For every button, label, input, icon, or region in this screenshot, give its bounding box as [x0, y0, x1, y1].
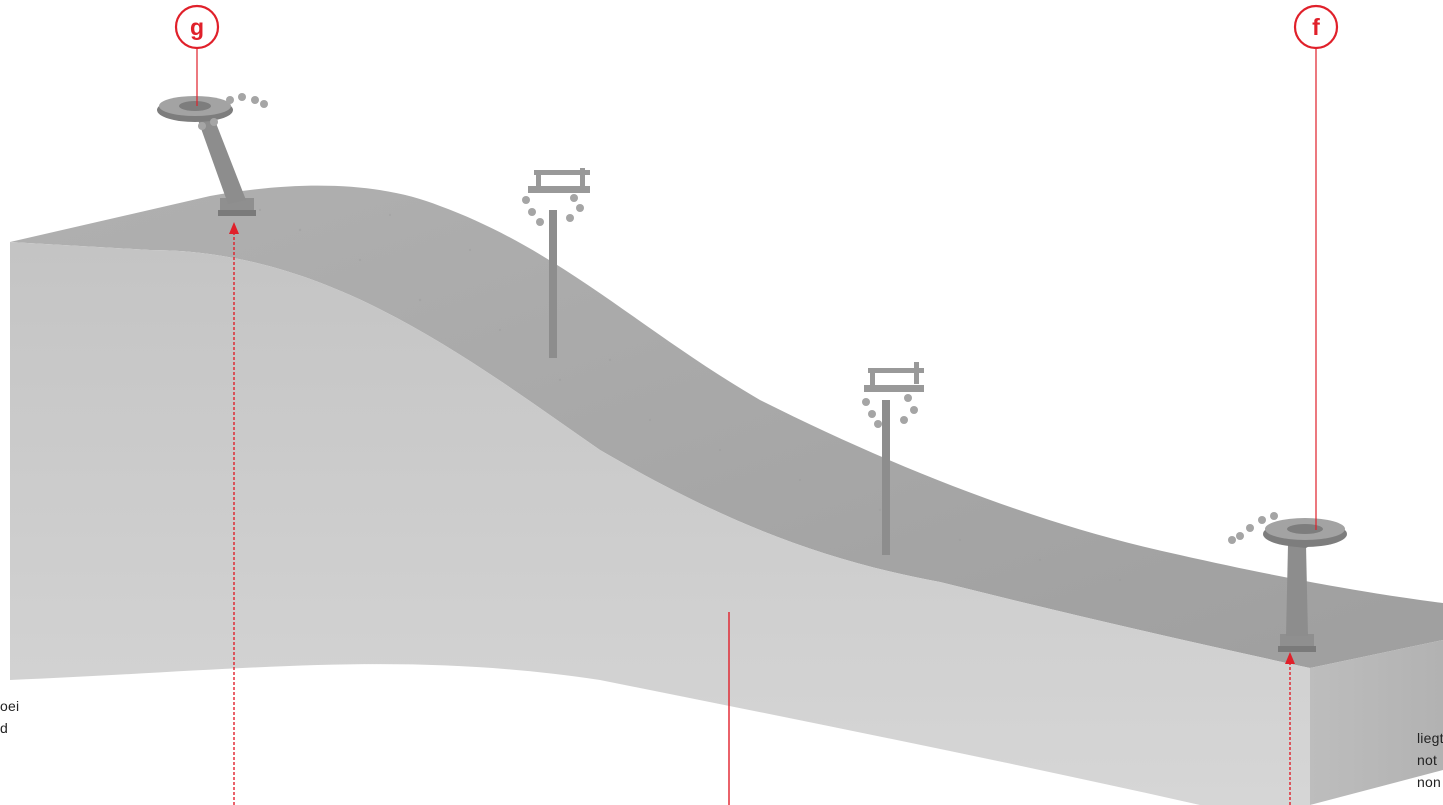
left-text-line: d — [0, 717, 19, 739]
right-margin-text: liegt not non — [1417, 727, 1443, 793]
terrain-side-face — [10, 242, 1310, 805]
callout-g: g — [176, 6, 218, 48]
callout-f: f — [1295, 6, 1337, 48]
callout-f-letter: f — [1312, 14, 1320, 40]
callout-g-letter: g — [190, 14, 204, 40]
right-text-line: non — [1417, 771, 1443, 793]
right-text-line: liegt — [1417, 727, 1443, 749]
right-text-line: not — [1417, 749, 1443, 771]
left-margin-text: oei d — [0, 695, 19, 739]
left-text-line: oei — [0, 695, 19, 717]
